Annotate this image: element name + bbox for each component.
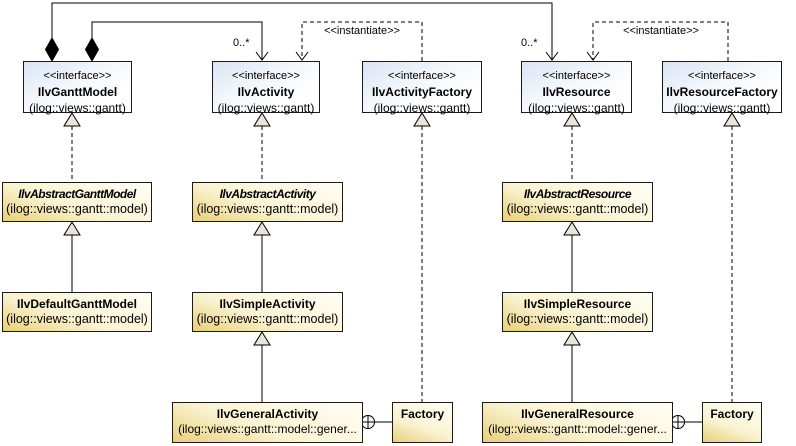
stereotype-label: <<interface>> xyxy=(43,70,112,82)
containment-circle-plus-icon xyxy=(671,415,685,429)
composition-diamond-icon xyxy=(44,36,60,63)
node-ilv-resource[interactable]: <<interface>> IlvResource (ilog::views::… xyxy=(521,61,632,115)
generalization-arrow-icon xyxy=(63,221,81,236)
class-name: IlvAbstractGanttModel xyxy=(18,187,136,201)
package-label: (ilog::views::gantt::model) xyxy=(6,312,148,326)
node-ilv-simple-resource[interactable]: IlvSimpleResource (ilog::views::gantt::m… xyxy=(502,292,653,332)
composition-edge-resource xyxy=(51,2,553,60)
instantiate-edge-resource xyxy=(592,21,729,61)
containment-circle-plus-icon xyxy=(361,415,375,429)
package-label: (ilog::views::gantt) xyxy=(673,101,771,115)
instantiate-edge-activity xyxy=(301,21,423,61)
instantiate-label: <<instantiate>> xyxy=(623,25,699,37)
node-ilv-abstract-activity[interactable]: IlvAbstractActivity (ilog::views::gantt:… xyxy=(192,182,343,222)
package-label: (ilog::views::gantt::model) xyxy=(196,312,339,326)
package-label: (ilog::views::gantt::model) xyxy=(196,202,339,216)
package-label: (ilog::views::gantt::model) xyxy=(506,202,649,216)
node-ilv-simple-activity[interactable]: IlvSimpleActivity (ilog::views::gantt::m… xyxy=(192,292,343,332)
generalization-arrow-icon xyxy=(413,112,431,127)
multiplicity-label: 0..* xyxy=(521,37,538,49)
generalization-arrow-icon xyxy=(723,112,741,127)
composition-diamond-icon xyxy=(84,36,100,63)
generalization-arrow-icon xyxy=(563,112,581,127)
open-arrow-icon xyxy=(586,51,600,61)
class-name: Factory xyxy=(710,407,754,421)
class-name: IlvSimpleResource xyxy=(523,297,632,311)
generalization-arrow-icon xyxy=(253,331,271,346)
class-name: IlvResourceFactory xyxy=(666,85,778,99)
class-name: IlvGeneralResource xyxy=(521,407,634,421)
stereotype-label: <<interface>> xyxy=(688,70,756,82)
package-label: (ilog::views::gantt) xyxy=(29,101,126,115)
package-label: (ilog::views::gantt) xyxy=(217,101,315,115)
class-name: IlvActivityFactory xyxy=(371,85,473,99)
node-ilv-general-activity[interactable]: IlvGeneralActivity (ilog::views::gantt::… xyxy=(172,402,363,443)
class-name: IlvActivity xyxy=(237,85,295,99)
node-ilv-abstract-resource[interactable]: IlvAbstractResource (ilog::views::gantt:… xyxy=(502,182,653,222)
package-label: (ilog::views::gantt) xyxy=(373,101,471,115)
open-arrow-icon xyxy=(295,51,309,61)
stereotype-label: <<interface>> xyxy=(232,70,300,82)
node-resource-factory-inner[interactable]: Factory xyxy=(702,402,762,443)
instantiate-label: <<instantiate>> xyxy=(324,25,400,37)
generalization-arrow-icon xyxy=(63,112,81,127)
stereotype-label: <<interface>> xyxy=(388,70,456,82)
package-label: (ilog::views::gantt::model::gener... xyxy=(488,422,667,436)
package-label: (ilog::views::gantt::model) xyxy=(506,312,649,326)
class-name: IlvGeneralActivity xyxy=(216,407,319,421)
class-name: IlvDefaultGanttModel xyxy=(16,297,137,311)
class-name: IlvAbstractResource xyxy=(523,187,632,201)
node-activity-factory-inner[interactable]: Factory xyxy=(392,402,453,443)
node-ilv-activity-factory[interactable]: <<interface>> IlvActivityFactory (ilog::… xyxy=(362,61,482,115)
stereotype-label: <<interface>> xyxy=(542,70,611,82)
node-ilv-gantt-model[interactable]: <<interface>> IlvGanttModel (ilog::views… xyxy=(23,61,132,115)
multiplicity-label: 0..* xyxy=(233,37,250,49)
class-name: IlvAbstractActivity xyxy=(219,187,316,201)
class-name: IlvGanttModel xyxy=(37,85,118,99)
generalization-arrow-icon xyxy=(253,112,271,127)
generalization-arrow-icon xyxy=(253,221,271,236)
package-label: (ilog::views::gantt::model::gener... xyxy=(178,422,357,436)
class-name: IlvSimpleActivity xyxy=(219,297,316,311)
node-ilv-activity[interactable]: <<interface>> IlvActivity (ilog::views::… xyxy=(212,61,320,115)
node-ilv-general-resource[interactable]: IlvGeneralResource (ilog::views::gantt::… xyxy=(482,402,673,443)
generalization-arrow-icon xyxy=(563,221,581,236)
open-arrow-icon xyxy=(255,51,269,61)
composition-edge-activity xyxy=(91,21,263,60)
class-name: IlvResource xyxy=(542,85,611,99)
generalization-arrow-icon xyxy=(563,331,581,346)
package-label: (ilog::views::gantt) xyxy=(528,101,625,115)
open-arrow-icon xyxy=(545,51,559,61)
node-ilv-default-gantt-model[interactable]: IlvDefaultGanttModel (ilog::views::gantt… xyxy=(2,292,152,332)
package-label: (ilog::views::gantt::model) xyxy=(6,202,148,216)
node-ilv-abstract-gantt-model[interactable]: IlvAbstractGanttModel (ilog::views::gant… xyxy=(2,182,152,222)
class-name: Factory xyxy=(400,407,445,421)
node-ilv-resource-factory[interactable]: <<interface>> IlvResourceFactory (ilog::… xyxy=(662,61,782,115)
